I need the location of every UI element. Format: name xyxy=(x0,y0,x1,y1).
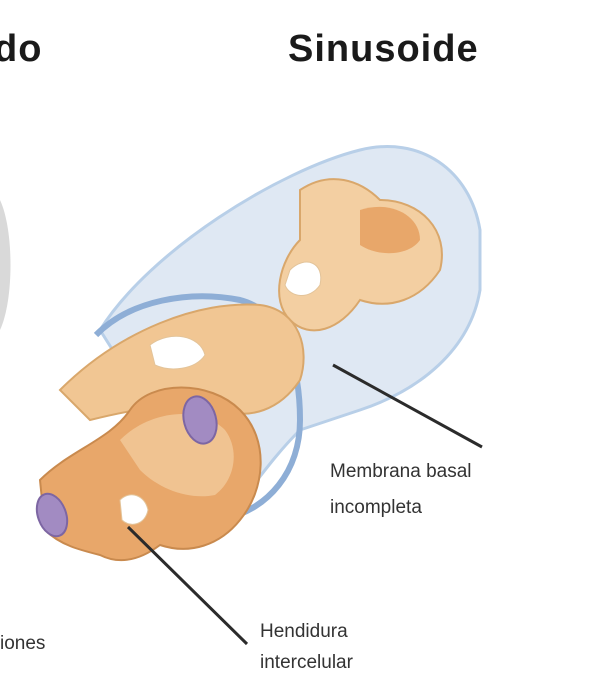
left-cut-title: do xyxy=(0,28,43,70)
back-cell-patch xyxy=(360,206,420,254)
sinusoid-title: Sinusoide xyxy=(288,28,479,70)
intercellular-gap xyxy=(119,494,149,525)
nucleus-center xyxy=(182,395,218,445)
membrana-leader-line xyxy=(332,363,483,449)
membrana-label-line2: incompleta xyxy=(330,497,422,518)
fenestration-gap xyxy=(284,261,322,296)
left-vessel-fragment xyxy=(0,200,11,330)
hendidura-leader-line xyxy=(126,525,249,646)
left-fragment-label: iones xyxy=(0,633,46,654)
fenestration-gap-front xyxy=(149,335,206,370)
membrana-label-line1: Membrana basal xyxy=(330,461,472,482)
nucleus-left xyxy=(35,492,69,538)
hendidura-label-line2: intercelular xyxy=(260,652,353,673)
hendidura-label-line1: Hendidura xyxy=(260,621,348,642)
